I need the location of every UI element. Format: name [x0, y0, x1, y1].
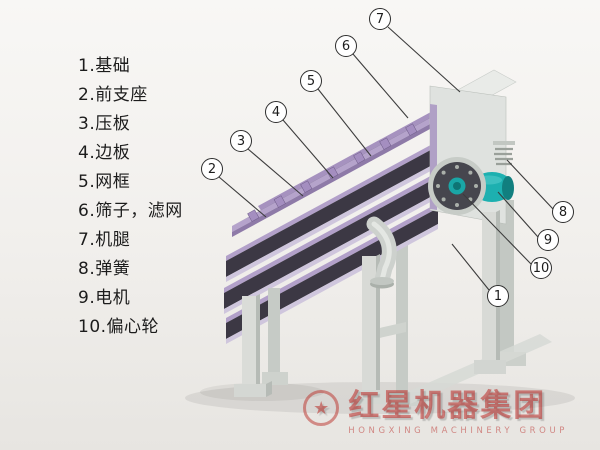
legend-item-10: 10.偏心轮: [78, 317, 160, 337]
legend-item-5: 5.网框: [78, 172, 131, 192]
callout-8-number: 8: [558, 204, 568, 220]
legend-item-8: 8.弹簧: [78, 259, 131, 279]
callout-7-number: 7: [375, 11, 385, 27]
near-rail: [232, 106, 452, 232]
callout-1: 1: [487, 285, 509, 307]
callout-4: 4: [265, 101, 287, 123]
legend-item-6: 6.筛子，滤网: [78, 201, 183, 221]
legend-item-9: 9.电机: [78, 288, 131, 308]
legend-item-2: 2.前支座: [78, 85, 148, 105]
callout-2: 2: [201, 158, 223, 180]
left-legs: [234, 288, 288, 397]
legend-list: 1.基础 2.前支座 3.压板 4.边板 5.网框 6.筛子，滤网 7.机腿 8…: [78, 52, 183, 342]
callout-1-number: 1: [493, 288, 503, 304]
middle-legs: [354, 254, 406, 404]
leader-lines: [218, 26, 554, 291]
discharge-pipe: [366, 216, 397, 289]
spring: [493, 141, 515, 166]
legend-item-4: 4.边板: [78, 143, 131, 163]
near-rail-lip: [232, 112, 452, 237]
legend-item-1: 1.基础: [78, 56, 131, 76]
callout-6: 6: [335, 35, 357, 57]
legend-item-7: 7.机腿: [78, 230, 131, 250]
callout-5-number: 5: [306, 73, 316, 89]
right-end-assembly: [428, 69, 517, 225]
callout-9-number: 9: [543, 232, 553, 248]
callout-7: 7: [369, 8, 391, 30]
callout-3: 3: [230, 130, 252, 152]
callout-10-number: 10: [532, 260, 550, 276]
pressure-plates: [247, 123, 418, 222]
callout-4-number: 4: [271, 104, 281, 120]
callout-9: 9: [537, 229, 559, 251]
callout-5: 5: [300, 70, 322, 92]
callout-6-number: 6: [341, 38, 351, 54]
callout-8: 8: [552, 201, 574, 223]
eccentric-wheel: [428, 157, 486, 215]
callout-2-number: 2: [207, 161, 217, 177]
legend-item-3: 3.压板: [78, 114, 131, 134]
callout-3-number: 3: [236, 133, 246, 149]
callout-10: 10: [530, 257, 552, 279]
